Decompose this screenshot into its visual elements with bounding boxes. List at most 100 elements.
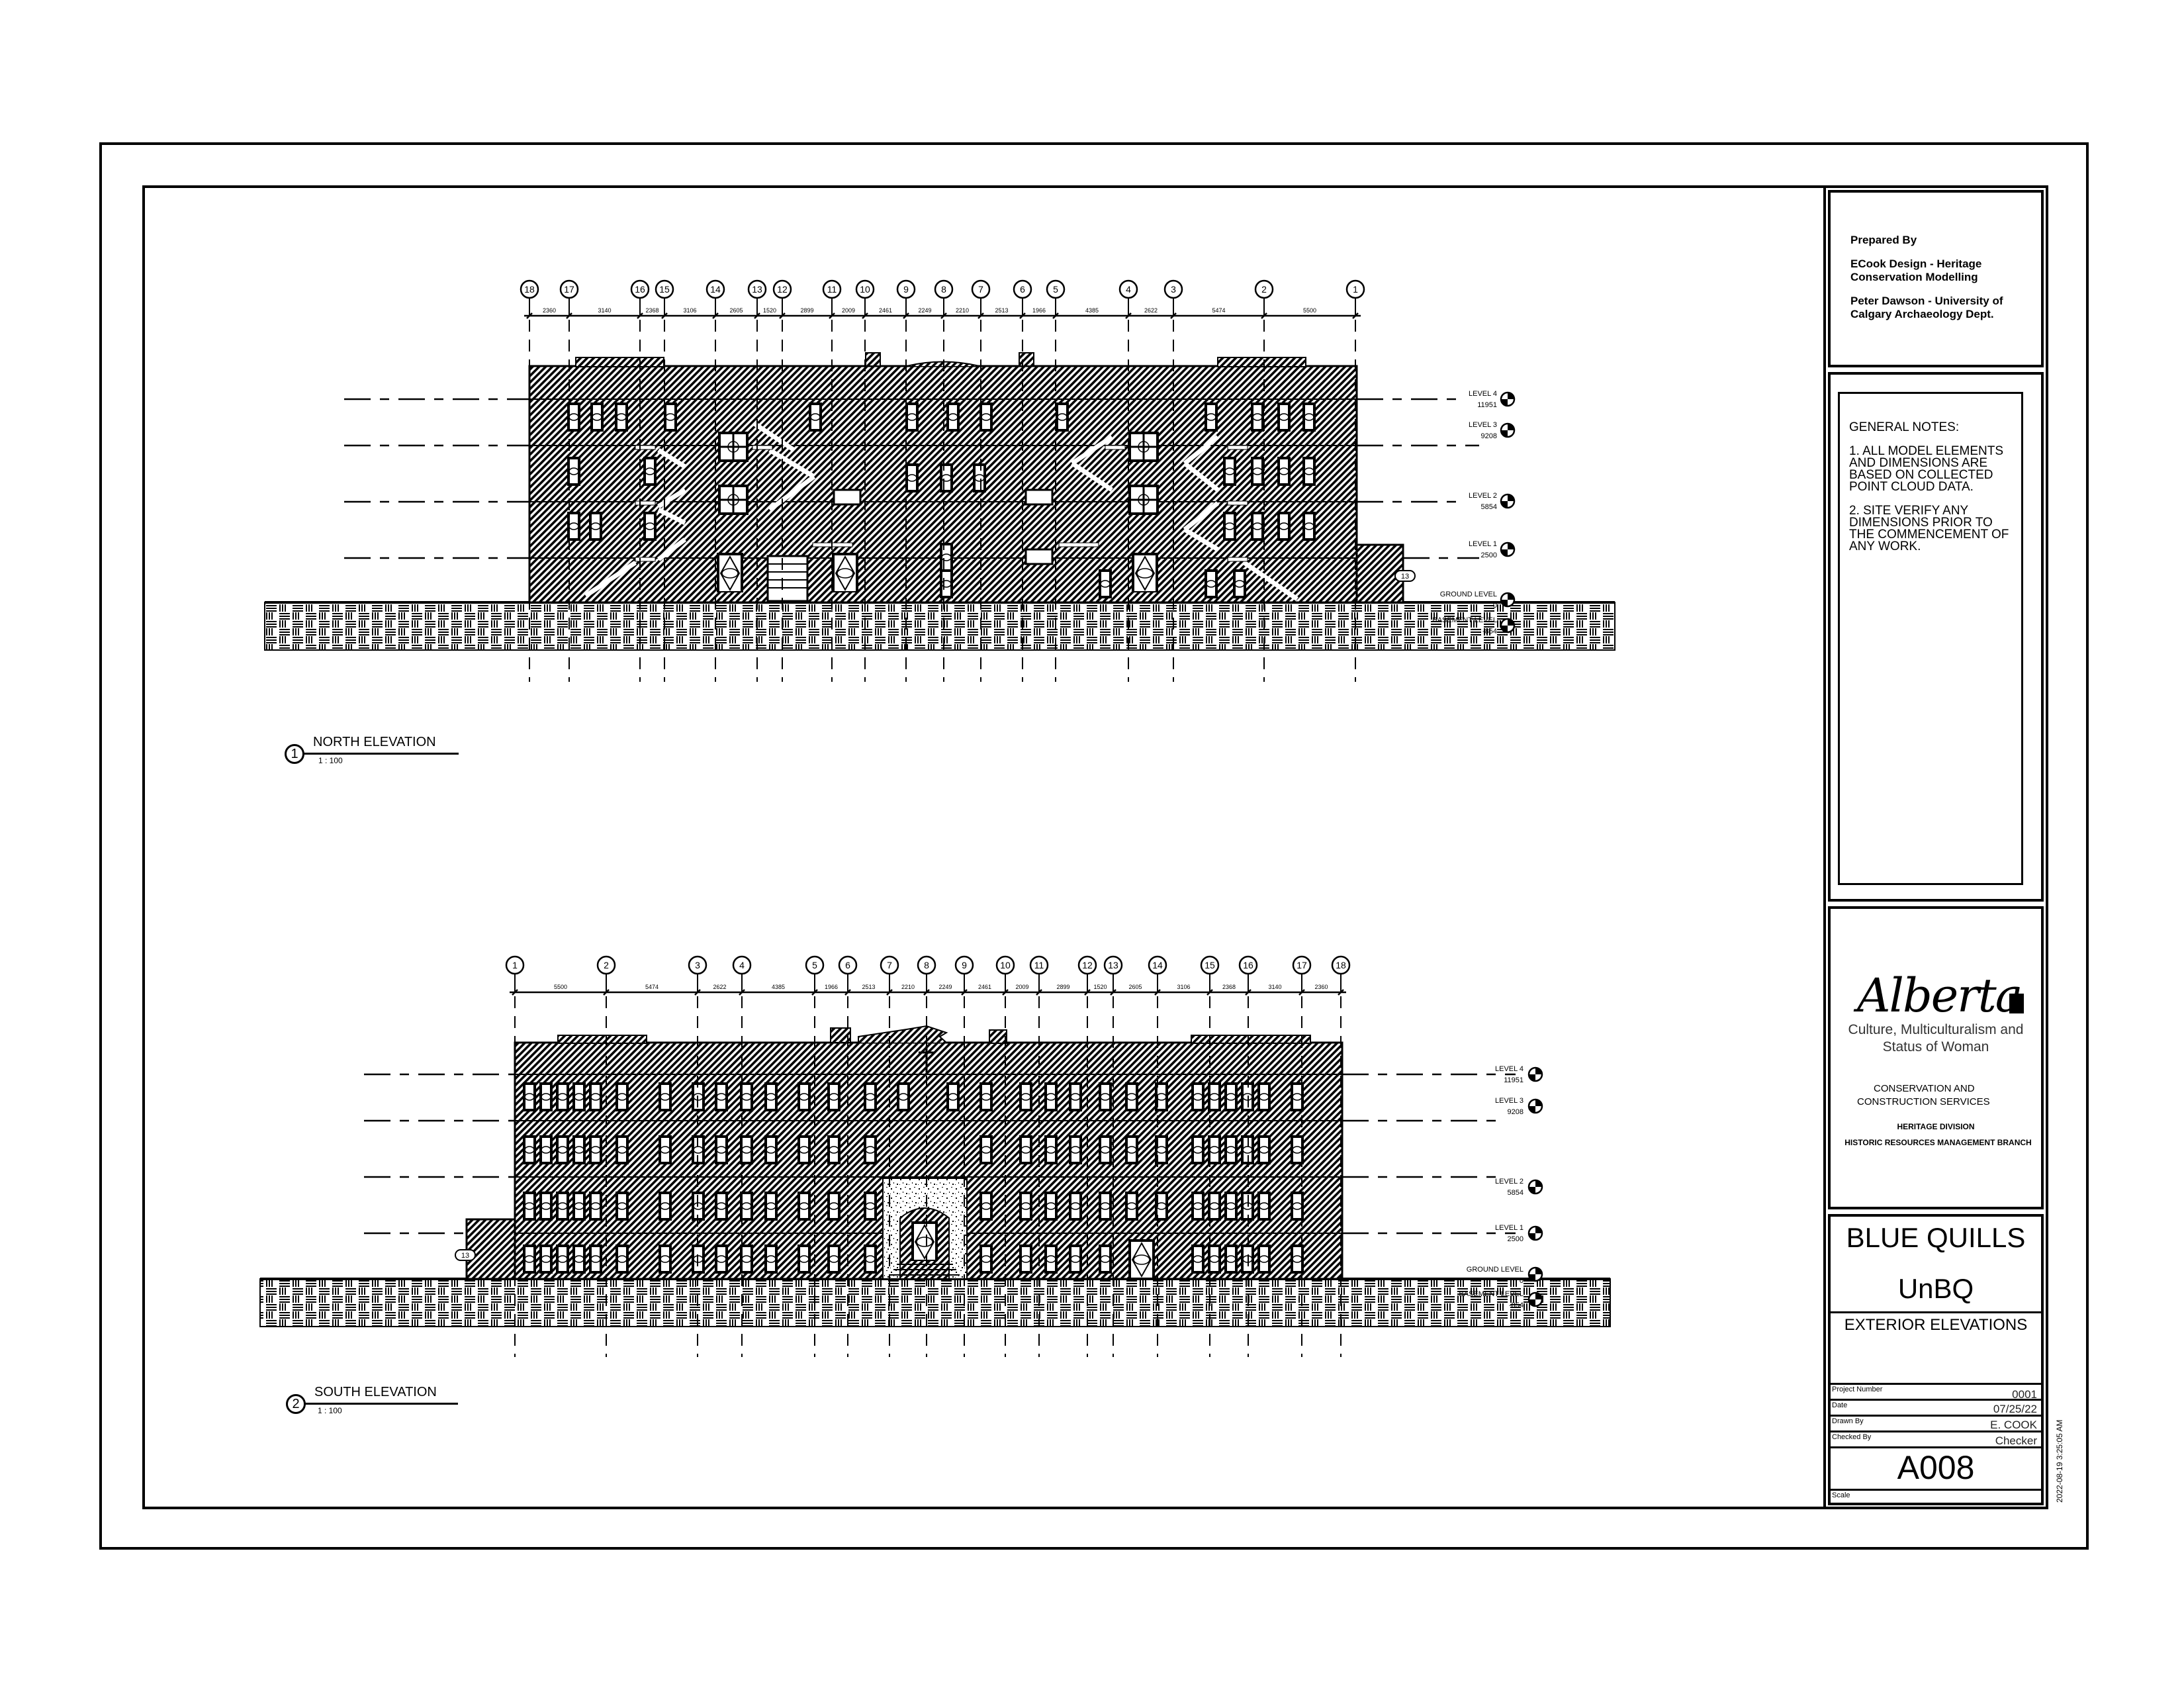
grid-bubble — [917, 955, 936, 975]
dimension-value: 4385 — [1085, 307, 1099, 314]
dimension-value: 2461 — [879, 307, 892, 314]
north-ground-level-name: GROUND LEVEL — [1440, 590, 1497, 598]
title-block-column — [1823, 185, 2048, 1509]
north-view-title-underline — [303, 753, 459, 755]
grid-bubble — [954, 955, 974, 975]
grid-bubble — [995, 955, 1015, 975]
grid-label: 10 — [860, 284, 870, 295]
grid-bubble — [1238, 955, 1258, 975]
grid-bubble — [1013, 279, 1032, 299]
dimension-value: 2605 — [1128, 984, 1142, 990]
grid-label: 12 — [1082, 960, 1093, 970]
grid-bubble — [688, 955, 707, 975]
dimension-value: 2899 — [1056, 984, 1069, 990]
dimension-value: 3106 — [683, 307, 696, 314]
grid-bubble — [971, 279, 991, 299]
dimension-value: 5474 — [1212, 307, 1225, 314]
north-basement-level-elev: -854 — [1482, 628, 1497, 635]
north-view-title: NORTH ELEVATION — [313, 735, 436, 749]
grid-label: 7 — [978, 284, 983, 295]
general-note-1: 1. ALL MODEL ELEMENTS AND DIMENSIONS ARE… — [1849, 444, 2004, 494]
grid-label: 4 — [739, 960, 745, 970]
dimension-value: 2360 — [1314, 984, 1328, 990]
prepared-by-panel: Prepared By ECook Design - Heritage Cons… — [1828, 190, 2044, 367]
south-level-3-name: LEVEL 3 — [1495, 1097, 1524, 1105]
dimension-value: 2605 — [729, 307, 743, 314]
dimension-value: 4385 — [772, 984, 785, 990]
grid-label: 16 — [635, 284, 645, 295]
dimension-value: 2368 — [645, 307, 659, 314]
north-level-3-name: LEVEL 3 — [1469, 421, 1497, 429]
grid-label: 17 — [1297, 960, 1307, 970]
grid-label: 8 — [924, 960, 929, 970]
south-level-2-name: LEVEL 2 — [1495, 1178, 1524, 1186]
project-number-label: Project Number — [1832, 1385, 1883, 1393]
resources-branch: HISTORIC RESOURCES MANAGEMENT BRANCH — [1844, 1138, 2032, 1147]
dimension-value: 2249 — [918, 307, 931, 314]
north-addition-tag: 13 — [1401, 573, 1409, 581]
project-number-value: 0001 — [2012, 1388, 2037, 1401]
north-level-heads — [1500, 391, 1516, 633]
grid-bubble — [838, 955, 858, 975]
south-view-number: 2 — [286, 1394, 306, 1414]
client-logo-panel: Alberta Culture, Multiculturalism and St… — [1828, 906, 2044, 1209]
grid-bubble — [1292, 955, 1312, 975]
dimension-value: 3140 — [598, 307, 611, 314]
grid-bubble — [1163, 279, 1183, 299]
north-ground-level-elev: 0 — [1493, 602, 1497, 610]
grid-label: 1 — [512, 960, 518, 970]
divider — [1831, 1446, 2041, 1448]
grid-label: 15 — [1205, 960, 1215, 970]
grid-bubble — [732, 955, 752, 975]
service-line-2: CONSTRUCTION SERVICES — [1857, 1096, 1990, 1107]
south-ground-level-elev: 0 — [1520, 1277, 1524, 1285]
south-level-3-elev: 9208 — [1508, 1108, 1524, 1116]
divider — [1831, 1399, 2041, 1401]
grid-bubble — [655, 279, 674, 299]
sheet-title: EXTERIOR ELEVATIONS — [1844, 1316, 2028, 1334]
project-code: UnBQ — [1897, 1273, 1974, 1304]
north-level-2-elev: 5854 — [1481, 503, 1497, 511]
south-basement-level-name: BASEMENT LEVEL — [1459, 1290, 1524, 1298]
date-label: Date — [1832, 1401, 1848, 1409]
prepared-by-line-2: Peter Dawson - University of Calgary Arc… — [1850, 295, 2003, 320]
grid-label: 6 — [1020, 284, 1025, 295]
dimension-value: 2210 — [956, 307, 969, 314]
grid-bubble — [1148, 955, 1167, 975]
north-level-1-name: LEVEL 1 — [1469, 540, 1497, 548]
checked-by-label: Checked By — [1832, 1433, 1872, 1441]
grid-label: 18 — [1336, 960, 1346, 970]
grid-bubble — [559, 279, 579, 299]
dimension-value: 2360 — [543, 307, 556, 314]
grid-label: 3 — [695, 960, 700, 970]
south-addition-tag: 13 — [461, 1252, 469, 1260]
sheet-number: A008 — [1897, 1449, 1975, 1486]
grid-bubble — [596, 955, 616, 975]
dimension-value: 5500 — [1303, 307, 1316, 314]
south-level-4-name: LEVEL 4 — [1495, 1065, 1524, 1073]
north-level-3-elev: 9208 — [1481, 432, 1497, 440]
dimension-value: 2622 — [1144, 307, 1158, 314]
grid-label: 8 — [941, 284, 946, 295]
grid-label: 13 — [1108, 960, 1118, 970]
grid-label: 2 — [1261, 284, 1267, 295]
sheet-outer-border — [99, 142, 2089, 1550]
grid-label: 17 — [564, 284, 574, 295]
south-level-2-elev: 5854 — [1508, 1189, 1524, 1197]
grid-bubble — [934, 279, 954, 299]
north-basement-level-name: BASEMENT LEVEL — [1432, 616, 1497, 624]
prepared-by-line-1: ECook Design - Heritage Conservation Mod… — [1850, 258, 1982, 283]
grid-label: 13 — [752, 284, 762, 295]
north-grid-lines: 1823601731401623681531061426051315201228… — [520, 279, 1365, 682]
south-level-heads — [1527, 1066, 1543, 1307]
sheet-inner-border — [142, 185, 2048, 1509]
dimension-value: 2513 — [995, 307, 1008, 314]
dimension-value: 2009 — [1015, 984, 1028, 990]
grid-label: 7 — [887, 960, 892, 970]
project-info-panel: BLUE QUILLS UnBQ EXTERIOR ELEVATIONS Pro… — [1828, 1214, 2044, 1505]
alberta-logo-wordmark: Alberta — [1857, 968, 2023, 1023]
drawn-by-value: E. COOK — [1990, 1419, 2037, 1431]
grid-bubble — [805, 955, 825, 975]
general-notes-box: GENERAL NOTES: 1. ALL MODEL ELEMENTS AND… — [1838, 392, 2023, 885]
